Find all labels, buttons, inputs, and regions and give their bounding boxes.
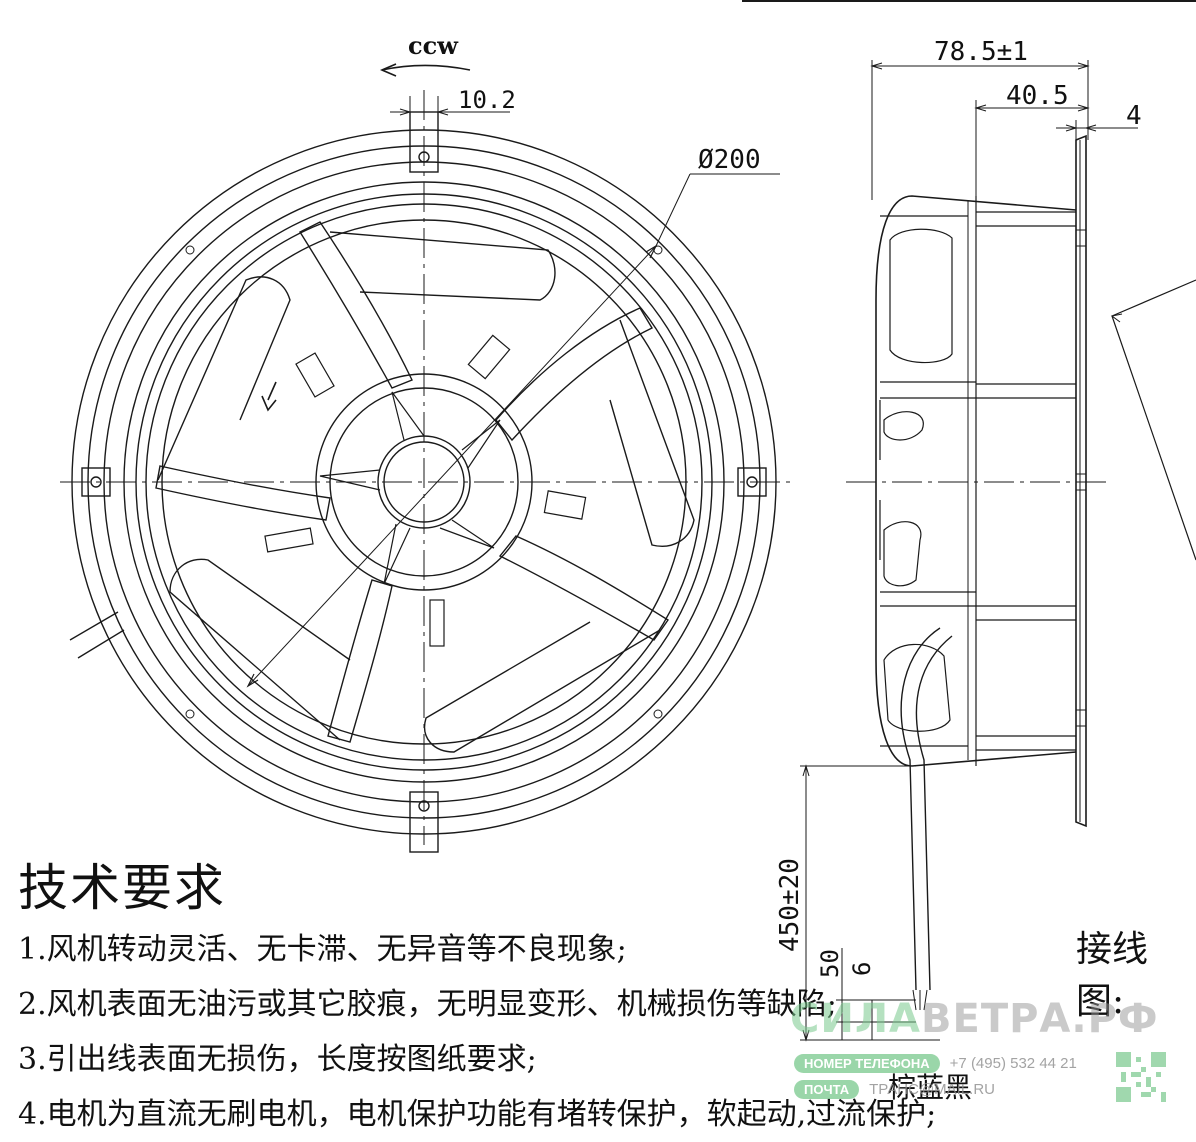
watermark-phone-row: НОМЕР ТЕЛЕФОНА +7 (495) 532 44 21 [794, 1054, 1077, 1073]
watermark-phone-label: НОМЕР ТЕЛЕФОНА [794, 1054, 940, 1073]
wire-colors-label: 棕蓝黑 [888, 1071, 973, 1104]
requirement-item-3: 3.引出线表面无损伤，长度按图纸要求; [18, 1042, 537, 1077]
strip-length-label: 50 [816, 949, 844, 978]
watermark-email-label: ПОЧТА [794, 1080, 860, 1099]
watermark-phone-value: +7 (495) 532 44 21 [949, 1055, 1077, 1072]
requirement-item-1: 1.风机转动灵活、无卡滞、无异音等不良现象; [18, 932, 627, 967]
side-view [800, 60, 1196, 1042]
watermark-email-row: ПОЧТА ТРАНС@MAIL.RU [794, 1080, 995, 1099]
tin-length-label: 6 [848, 962, 876, 976]
wiring-diagram-label: 接线图: [1076, 929, 1149, 1022]
flange-thickness-label: 4 [1126, 101, 1142, 131]
overall-depth-label: 78.5±1 [934, 37, 1028, 67]
watermark-brand-a: СИЛА [790, 996, 922, 1042]
diameter-label: Ø200 [698, 145, 761, 175]
requirements-list: 1.风机转动灵活、无卡滞、无异音等不良现象; 2.风机表面无油污或其它胶痕，无明… [18, 922, 936, 1142]
watermark-brand: СИЛАВЕТРА.РФ [790, 996, 1159, 1042]
depth2-label: 40.5 [1006, 81, 1069, 111]
qr-code-icon [1116, 1052, 1166, 1102]
rotation-label: ccw [408, 31, 459, 60]
watermark-brand-b: ВЕТРА.РФ [921, 996, 1159, 1042]
requirements-title: 技术要求 [18, 859, 226, 917]
front-view [60, 63, 790, 853]
slot-width-label: 10.2 [458, 86, 516, 114]
lead-length-label: 450±20 [775, 858, 805, 952]
requirement-item-4: 4.电机为直流无刷电机，电机保护功能有堵转保护，软起动,过流保护; [18, 1097, 937, 1132]
requirement-item-2: 2.风机表面无油污或其它胶痕，无明显变形、机械损伤等缺陷; [18, 987, 837, 1022]
watermark-email-value: ТРАНС@MAIL.RU [869, 1081, 996, 1098]
